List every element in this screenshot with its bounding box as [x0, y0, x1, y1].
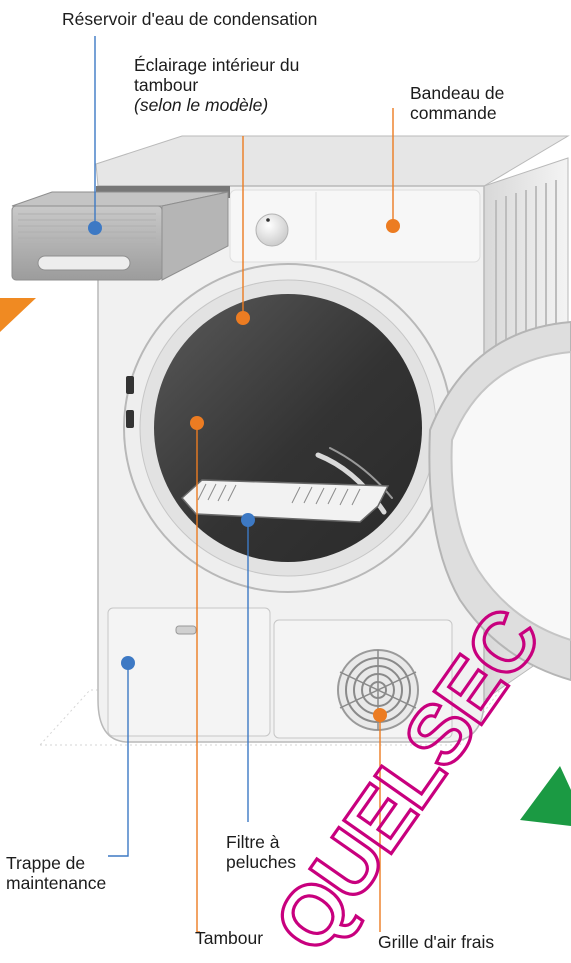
program-knob	[256, 214, 288, 246]
marker-tambour	[190, 416, 204, 430]
marker-grille	[373, 708, 387, 722]
accent-green-triangle	[520, 766, 571, 826]
label-trappe: Trappe de maintenance	[6, 853, 106, 893]
label-tambour: Tambour	[195, 928, 263, 948]
marker-bandeau	[386, 219, 400, 233]
knob-indicator	[266, 218, 270, 222]
marker-eclairage	[236, 311, 250, 325]
label-eclairage: Éclairage intérieur du tambour (selon le…	[134, 55, 299, 115]
hatch-latch	[176, 626, 196, 634]
door-hinge-top	[126, 376, 134, 394]
drawer-handle	[38, 256, 130, 270]
marker-filtre	[241, 513, 255, 527]
dryer-top-panel	[96, 136, 568, 186]
label-filtre: Filtre à peluches	[226, 832, 296, 872]
label-reservoir: Réservoir d'eau de condensation	[62, 9, 317, 29]
accent-orange-triangle	[0, 298, 36, 332]
door-hinge-bottom	[126, 410, 134, 428]
marker-trappe	[121, 656, 135, 670]
label-grille: Grille d'air frais	[378, 932, 494, 952]
marker-reservoir	[88, 221, 102, 235]
label-bandeau: Bandeau de commande	[410, 83, 504, 123]
